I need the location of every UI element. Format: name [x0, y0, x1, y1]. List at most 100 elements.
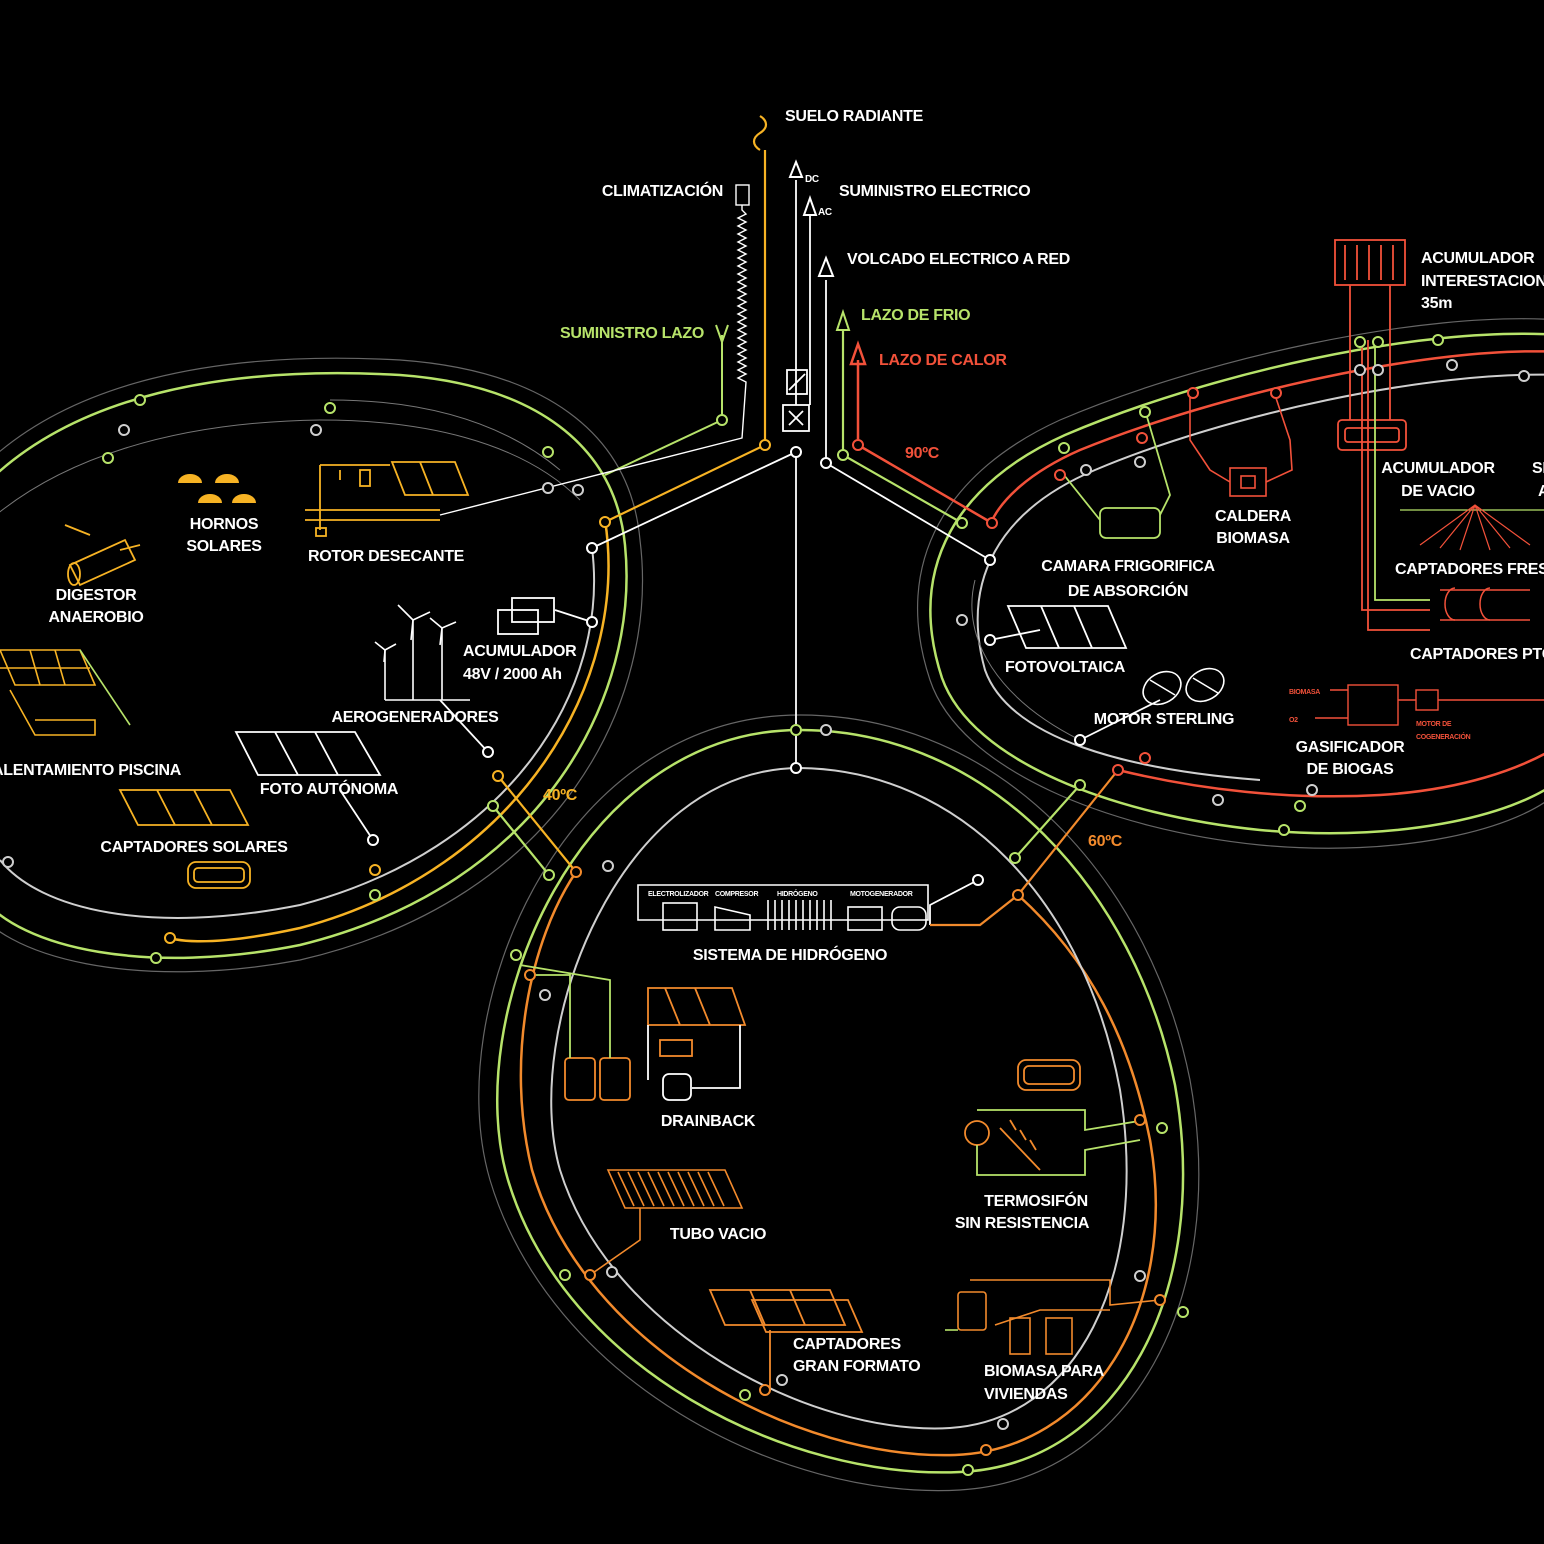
label-90c: 90ºC [905, 445, 940, 462]
right-white-loop [976, 373, 1544, 781]
label-acum-inter-1: ACUMULADOR [1421, 250, 1535, 267]
left-yellow-loop [169, 519, 610, 943]
biomasa-viviendas-icon [945, 1279, 1161, 1355]
camara-frigorifica-icon [1059, 409, 1171, 539]
foto-link [339, 789, 374, 841]
label-biomasa-small: BIOMASA [1289, 689, 1320, 696]
fv-link [989, 629, 1041, 641]
aero-link [439, 699, 489, 753]
bottom-orange-loop [519, 871, 1158, 1457]
label-digestor-1: DIGESTOR [56, 587, 138, 604]
suministro-lazo-green [604, 335, 723, 476]
label-cut-1: SI [1532, 460, 1544, 477]
label-o2-small: O2 [1289, 717, 1298, 724]
label-aerogeneradores: AEROGENERADORES [331, 709, 499, 726]
label-captadores-ptc: CAPTADORES PTC [1410, 646, 1544, 663]
inverter-box [786, 369, 808, 395]
drainback-icon [519, 964, 747, 1101]
arrow-icons [715, 159, 867, 366]
label-lazo-calor: LAZO DE CALOR [879, 352, 1007, 369]
suministro-arrow-icon [715, 324, 729, 346]
bottom-white-loop [550, 766, 1128, 1430]
tubo-vacio-icon [589, 1169, 744, 1276]
inverter-slash [788, 373, 806, 391]
right-lobe [916, 318, 1544, 849]
label-60c: 60ºC [1088, 833, 1123, 850]
central-distribution [339, 180, 1161, 925]
label-biomasa-viv-1: BIOMASA PARA [984, 1363, 1105, 1380]
label-climatizacion: CLIMATIZACIÓN [602, 181, 723, 200]
label-compresor: COMPRESOR [715, 891, 758, 898]
label-suelo-radiante: SUELO RADIANTE [785, 108, 924, 125]
label-acum-vacio-2: DE VACIO [1401, 483, 1475, 500]
label-hidrogeno-small: HIDRÓGENO [777, 889, 818, 898]
right-green-loop [929, 332, 1544, 835]
suministro-lazo-line [604, 115, 768, 523]
label-foto-autonoma: FOTO AUTÓNOMA [260, 779, 399, 798]
label-termosifon-1: TERMOSIFÓN [984, 1191, 1088, 1210]
trunk-to-right [825, 462, 991, 561]
termosifon-icon [964, 1059, 1146, 1176]
left-outer-boundary [0, 357, 644, 973]
label-dc: DC [805, 174, 819, 185]
label-motor-sterling: MOTOR STERLING [1094, 711, 1234, 728]
junction-dots [2, 334, 1530, 1476]
acumulador-battery-icon [497, 597, 555, 635]
label-lazo-frio: LAZO DE FRIO [861, 307, 970, 324]
gasificador-icon [1315, 684, 1544, 726]
dc-arrow-icon [788, 159, 804, 178]
label-rotor: ROTOR DESECANTE [308, 548, 465, 565]
label-tubo-vacio: TUBO VACIO [670, 1226, 766, 1243]
label-digestor-2: ANAEROBIO [48, 609, 143, 626]
bottom-green-loop [495, 728, 1185, 1474]
right-outer-boundary [916, 318, 1544, 849]
right-red-loop [988, 350, 1544, 798]
label-acumulador-1: ACUMULADOR [463, 643, 577, 660]
label-motor-cog-2: COGENERACIÓN [1416, 732, 1471, 741]
hydrogen-link [929, 879, 979, 925]
switch-x-2 [788, 410, 804, 426]
feeder-60c-green [1014, 784, 1081, 859]
label-ac: AC [818, 207, 832, 218]
rotor-desecante-icon [305, 461, 470, 537]
label-motogenerador: MOTOGENERADOR [850, 891, 913, 898]
label-acum-vacio-1: ACUMULADOR [1381, 460, 1495, 477]
ptc-icon [1440, 587, 1530, 621]
acumulador-link [554, 609, 593, 623]
label-40c: 40ºC [543, 787, 578, 804]
label-caldera-2: BIOMASA [1216, 530, 1290, 547]
label-camara-1: CAMARA FRIGORIFICA [1041, 558, 1215, 575]
label-piscina: CALENTAMIENTO PISCINA [0, 762, 182, 779]
left-white-loop [0, 547, 596, 919]
label-fotovoltaica: FOTOVOLTAICA [1005, 659, 1126, 676]
calor-arrow-icon [849, 340, 867, 366]
right-inner-gray [971, 579, 1081, 741]
climatizacion-unit [735, 184, 750, 206]
fotovoltaica-icon [1006, 605, 1128, 649]
aerogeneradores-icon [374, 604, 470, 701]
label-sistema-hidrogeno: SISTEMA DE HIDRÓGENO [693, 945, 887, 964]
label-acumulador-2: 48V / 2000 Ah [463, 666, 562, 683]
feeder-40c [497, 775, 577, 873]
label-gasificador-2: DE BIOGAS [1306, 761, 1394, 778]
label-acum-inter-2: INTERESTACIONAL [1421, 273, 1544, 290]
switch-box [782, 404, 810, 432]
hornos-solares-icon [178, 474, 256, 503]
label-gasificador-1: GASIFICADOR [1296, 739, 1405, 756]
label-caldera-1: CALDERA [1215, 508, 1292, 525]
label-cut-2: A [1538, 483, 1544, 500]
volcado-arrow-icon [817, 255, 835, 277]
label-captadores-solares: CAPTADORES SOLARES [100, 839, 288, 856]
label-captadores-gf-1: CAPTADORES [793, 1336, 901, 1353]
ac-arrow-icon [802, 194, 818, 216]
label-volcado: VOLCADO ELECTRICO A RED [847, 251, 1070, 268]
label-suministro-lazo: SUMINISTRO LAZO [560, 325, 704, 342]
acumulador-interestacional-icon [1334, 239, 1430, 631]
climatizacion-zigzag [439, 205, 748, 516]
label-captadores-gf-2: GRAN FORMATO [793, 1358, 920, 1375]
sterling-link [1079, 699, 1161, 741]
left-inner-gray [0, 419, 581, 513]
label-hornos-1: HORNOS [190, 516, 259, 533]
label-biomasa-viv-2: VIVIENDAS [984, 1386, 1068, 1403]
